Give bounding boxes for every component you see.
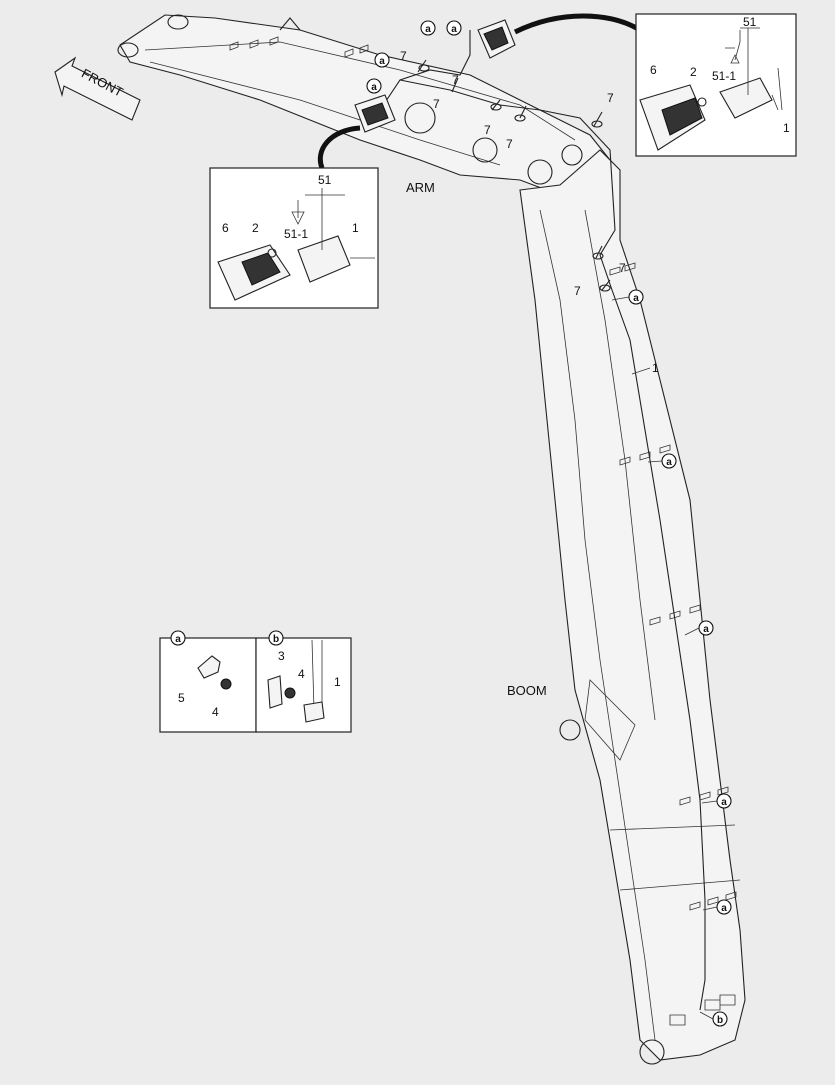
boom-label: BOOM xyxy=(507,683,547,698)
callout-51-1-left: 51-1 xyxy=(284,227,308,241)
callout-2-left: 2 xyxy=(252,221,259,235)
callout-51-1-tr: 51-1 xyxy=(712,69,736,83)
callout-3: 3 xyxy=(278,649,285,663)
callout-a: a xyxy=(721,797,727,808)
leader-right-detail xyxy=(513,13,642,35)
callout-1-b: 1 xyxy=(334,675,341,689)
front-direction-arrow: FRONT xyxy=(54,56,141,121)
callout-5: 5 xyxy=(178,691,185,705)
work-lamp-left xyxy=(354,94,396,133)
callout-6-tr: 6 xyxy=(650,63,657,77)
detail-lamp-left: 51 51-1 6 2 1 xyxy=(209,167,379,309)
detail-lamp-top-right: 51 51-1 6 2 1 xyxy=(635,13,797,157)
work-lamp-right xyxy=(477,19,516,59)
callout-a-markers: a a a a a a a a a b xyxy=(366,20,732,1027)
callout-7: 7 xyxy=(433,97,440,111)
callout-a: a xyxy=(425,24,431,35)
callout-7: 7 xyxy=(484,123,491,137)
callout-1-tr: 1 xyxy=(783,121,790,135)
detail-b-marker: b xyxy=(273,634,279,645)
arm-label: ARM xyxy=(406,180,435,195)
leader-left-detail xyxy=(317,125,361,169)
boom-assembly xyxy=(519,149,746,1065)
callout-7: 7 xyxy=(506,137,513,151)
callout-1-left: 1 xyxy=(352,221,359,235)
callout-a: a xyxy=(371,82,377,93)
callout-4-a: 4 xyxy=(212,705,219,719)
callout-b: b xyxy=(717,1015,723,1026)
callout-1-harness: 1 xyxy=(652,361,659,375)
callout-7-ties: 7 7 7 7 7 7 7 7 xyxy=(400,49,626,298)
callout-a: a xyxy=(379,56,385,67)
callout-6-left: 6 xyxy=(222,221,229,235)
callout-7: 7 xyxy=(574,284,581,298)
callout-2-tr: 2 xyxy=(690,65,697,79)
callout-51-left: 51 xyxy=(318,173,332,187)
callout-7: 7 xyxy=(607,91,614,105)
callout-4-b: 4 xyxy=(298,667,305,681)
detail-clamp-a-b: a b 5 4 3 4 1 xyxy=(159,630,352,733)
callout-a: a xyxy=(633,293,639,304)
callout-7: 7 xyxy=(619,261,626,275)
callout-7: 7 xyxy=(400,49,407,63)
callout-a: a xyxy=(666,457,672,468)
callout-51-tr: 51 xyxy=(743,15,757,29)
callout-a: a xyxy=(721,903,727,914)
wire-harness xyxy=(379,30,706,1011)
callout-7: 7 xyxy=(452,73,459,87)
detail-a-marker: a xyxy=(175,634,181,645)
callout-a: a xyxy=(703,624,709,635)
callout-a: a xyxy=(451,24,457,35)
